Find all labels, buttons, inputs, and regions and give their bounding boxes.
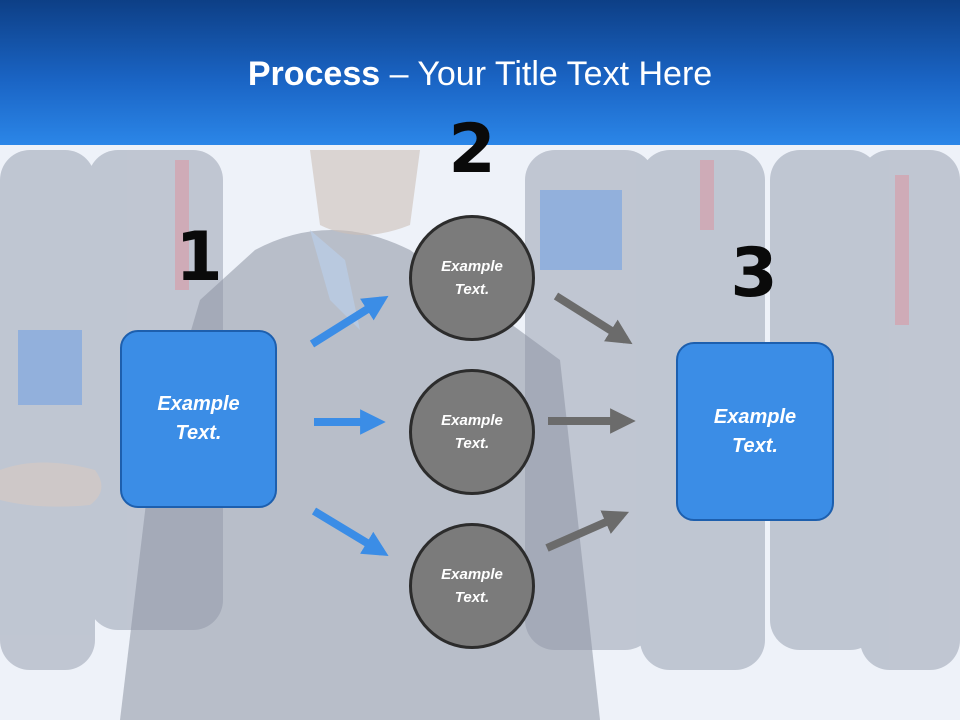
circle-bottom: Example Text. xyxy=(409,523,535,649)
right-box: Example Text. xyxy=(676,342,834,521)
circle-top: Example Text. xyxy=(409,215,535,341)
circle-top-line2: Text. xyxy=(454,281,490,298)
blue-arrow-up xyxy=(309,295,389,348)
title-bar xyxy=(0,0,960,145)
right-box-line1: Example xyxy=(713,405,797,428)
left-box: Example Text. xyxy=(120,330,277,508)
title-rest: – Your Title Text Here xyxy=(380,55,713,93)
step-number-1: 1 xyxy=(175,218,223,297)
circle-middle: Example Text. xyxy=(409,369,535,495)
step-number-2: 2 xyxy=(448,110,496,189)
circle-bottom-line1: Example xyxy=(441,566,503,583)
slide-title: Process – Your Title Text Here xyxy=(0,52,960,96)
gray-arrow-up xyxy=(545,510,630,552)
blue-arrow-down xyxy=(311,507,389,556)
circle-bottom-line2: Text. xyxy=(454,589,490,606)
left-box-line2: Text. xyxy=(175,422,222,444)
gray-arrow-down xyxy=(553,292,633,345)
right-box-line2: Text. xyxy=(732,434,778,457)
circle-top-line1: Example xyxy=(441,258,503,275)
title-bold: Process xyxy=(247,55,381,93)
left-box-line1: Example xyxy=(157,393,240,415)
circle-middle-line2: Text. xyxy=(454,435,490,452)
step-number-3: 3 xyxy=(730,234,778,313)
circle-middle-line1: Example xyxy=(441,412,503,429)
